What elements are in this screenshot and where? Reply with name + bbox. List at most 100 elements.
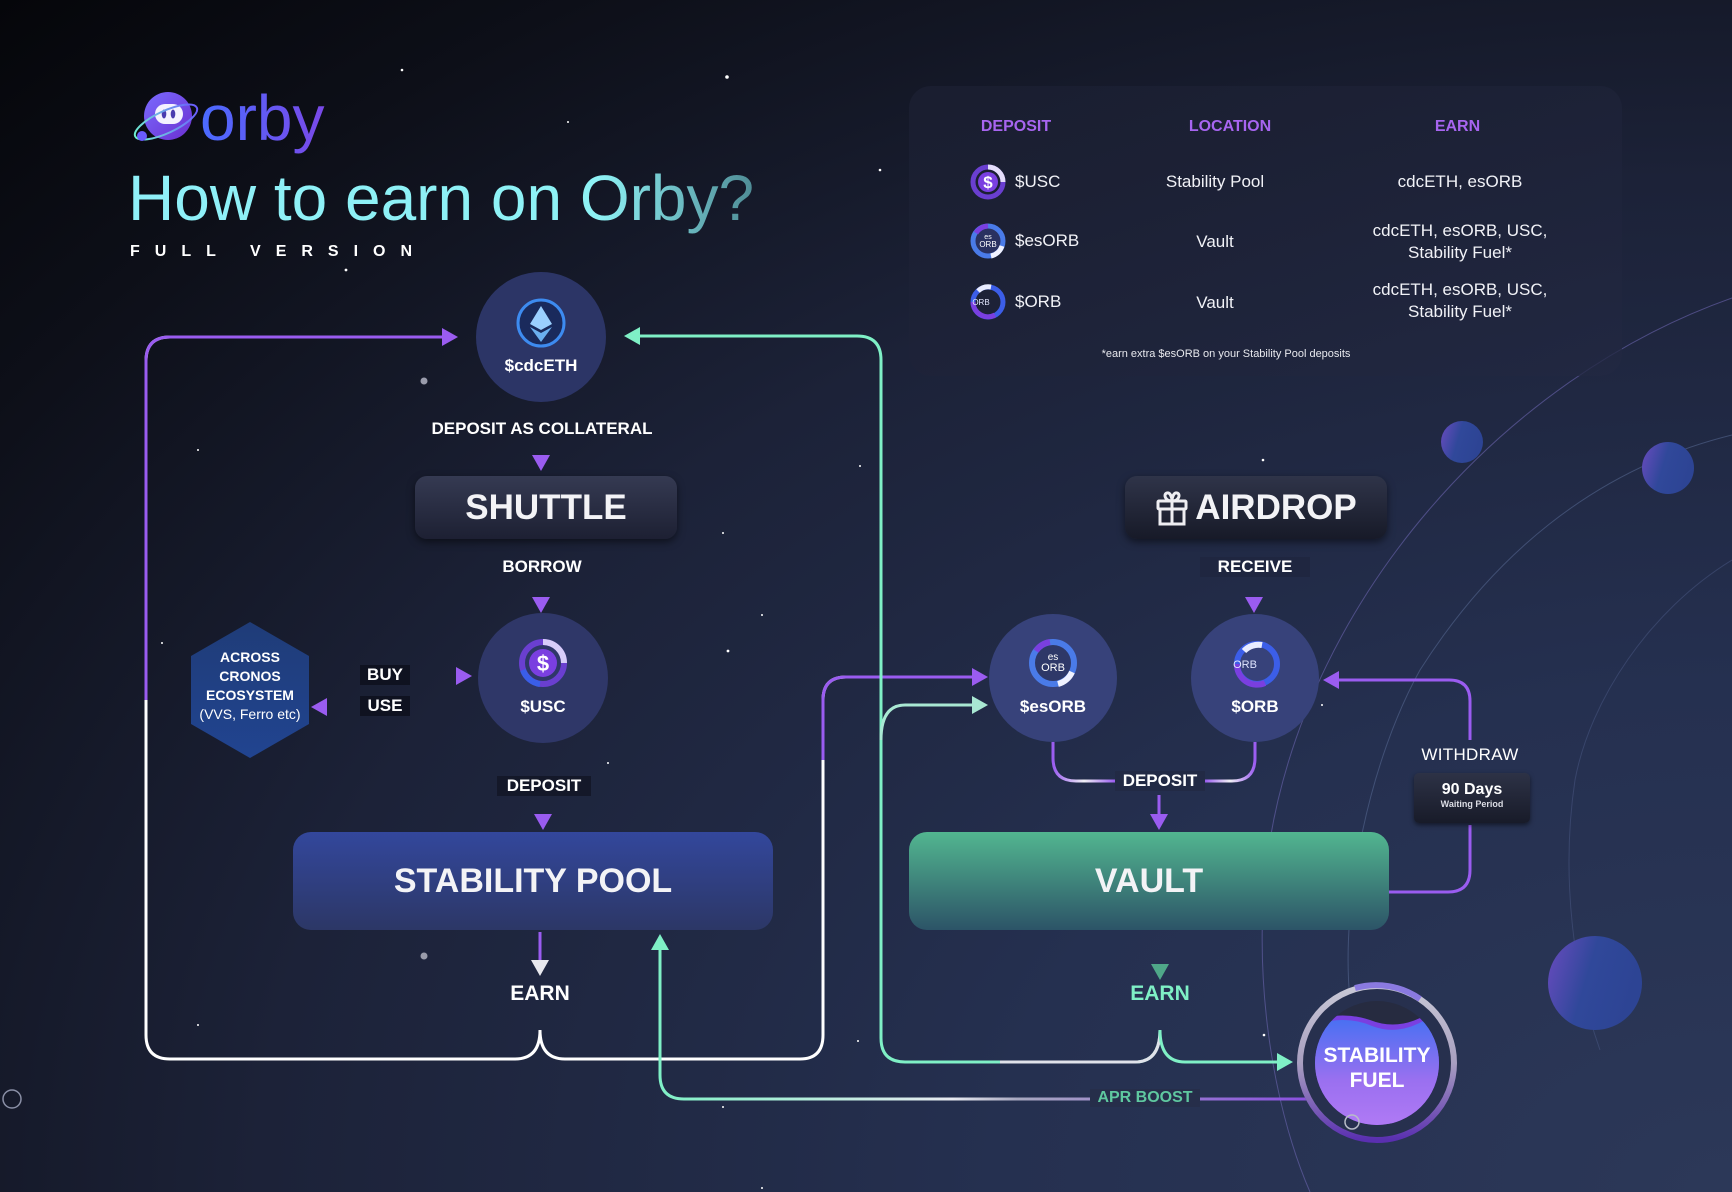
- ecosystem-label: ACROSS CRONOS ECOSYSTEM (VVS, Ferro etc): [190, 648, 310, 724]
- edge-label-deposit-collateral: DEPOSIT AS COLLATERAL: [431, 419, 653, 438]
- edge-label-buy: BUY: [360, 665, 410, 685]
- esorb-node-icon-bottom: ORB: [1041, 662, 1065, 674]
- arrow-head: [1323, 671, 1339, 689]
- table-header-earn: EARN: [1434, 118, 1481, 135]
- esorb-node-icon: es ORB: [1029, 639, 1077, 687]
- edge-label-earn-vault: EARN: [1130, 982, 1190, 1005]
- orb-coin-icon: ORB: [970, 284, 1006, 320]
- arrow-head: [532, 455, 550, 471]
- stars: [161, 68, 1323, 1189]
- earn-line: Stability Fuel*: [1408, 243, 1512, 262]
- orb-label: $ORB: [1231, 697, 1279, 716]
- planet-decoration: [1441, 421, 1483, 463]
- arrow-head: [1245, 597, 1263, 613]
- arrow-head: [1277, 1053, 1293, 1071]
- edge-label-earn-pool: EARN: [510, 982, 570, 1005]
- vault-earn-to-fuel-line: [1158, 1029, 1280, 1064]
- cdceth-label: $cdcETH: [504, 356, 578, 375]
- esorb-icon-top: es: [984, 234, 992, 241]
- ecosystem-line: CRONOS: [219, 668, 281, 684]
- esorb-coin-icon: es ORB: [970, 223, 1006, 259]
- edge-label-receive: RECEIVE: [1200, 557, 1310, 577]
- edge-label-borrow: BORROW: [502, 557, 582, 576]
- table-header-location: LOCATION: [1188, 118, 1272, 135]
- usc-node[interactable]: [478, 613, 608, 743]
- edge-label-deposit-vault: DEPOSIT: [1115, 771, 1205, 791]
- earn-to-esorb-line-top: [821, 675, 975, 760]
- orbit-line: [1261, 297, 1732, 1192]
- esorb-icon-bottom: ORB: [979, 240, 996, 249]
- apr-boost-line: [658, 948, 1310, 1101]
- earn-line: cdcETH, esORB, USC,: [1372, 280, 1548, 299]
- vault-earn-branch-left: [1000, 1029, 1162, 1064]
- usc-coin-icon: $: [970, 164, 1006, 200]
- table-row-esorb-earn: cdcETH, esORB, USC, Stability Fuel*: [1360, 220, 1560, 264]
- arrow-head: [1150, 814, 1168, 830]
- fuel-line: STABILITY: [1323, 1044, 1431, 1067]
- planet-decoration: [1642, 442, 1694, 494]
- arrow-head: [456, 667, 472, 685]
- airdrop-node[interactable]: AIRDROP: [1125, 476, 1387, 539]
- withdraw-line: [1335, 678, 1472, 740]
- earn-line: cdcETH, esORB: [1397, 172, 1523, 191]
- table-row-esorb-location: Vault: [1196, 232, 1234, 251]
- edge-label-use: USE: [360, 696, 410, 716]
- arrow-head: [972, 696, 988, 714]
- arrow-head: [442, 328, 458, 346]
- vault-node[interactable]: VAULT: [909, 832, 1389, 930]
- shuttle-node[interactable]: SHUTTLE: [415, 476, 677, 539]
- ecosystem-line: (VVS, Ferro etc): [199, 706, 301, 722]
- stability-fuel-node[interactable]: [1297, 982, 1457, 1143]
- gift-icon: [1156, 490, 1188, 525]
- table-row-orb-earn: cdcETH, esORB, USC, Stability Fuel*: [1360, 279, 1560, 323]
- planet-decoration: [1548, 936, 1642, 1030]
- arrow-head: [311, 698, 327, 716]
- earn-line: Stability Fuel*: [1408, 302, 1512, 321]
- waiting-period-box: 90 Days Waiting Period: [1414, 773, 1530, 823]
- orb-node[interactable]: [1191, 614, 1319, 742]
- orby-logo-text: orby: [200, 82, 325, 154]
- stability-pool-node[interactable]: STABILITY POOL: [293, 832, 773, 930]
- table-row-esorb-token: $esORB: [1015, 231, 1080, 250]
- table-header-deposit: DEPOSIT: [980, 118, 1052, 135]
- deposit-vault-line: [1205, 742, 1257, 783]
- arrow-head: [534, 814, 552, 830]
- table-row-usc-token: $USC: [1015, 172, 1061, 191]
- arrow-head: [531, 960, 549, 976]
- orb-icon-text: ORB: [972, 298, 989, 307]
- page-subtitle: FULL VERSION: [130, 243, 428, 260]
- arrow-head: [651, 934, 669, 950]
- earn-line: cdcETH, esORB, USC,: [1372, 221, 1548, 240]
- usc-label: $USC: [520, 697, 566, 716]
- edge-label-deposit-pool: DEPOSIT: [497, 776, 591, 796]
- small-ring-decoration: [2, 1089, 22, 1109]
- ecosystem-hexagon: [191, 622, 309, 758]
- table-row-orb-token: $ORB: [1015, 292, 1062, 311]
- table-row-usc-location: Stability Pool: [1165, 172, 1265, 191]
- arrow-head: [972, 668, 988, 686]
- edge-label-withdraw: WITHDRAW: [1421, 745, 1519, 764]
- orby-mascot-icon: [133, 92, 199, 141]
- waiting-period-label: Waiting Period: [1440, 799, 1504, 809]
- usc-node-glyph: $: [537, 651, 549, 676]
- withdraw-line: [1389, 825, 1472, 894]
- orb-node-icon-text: ORB: [1233, 659, 1257, 671]
- esorb-label: $esORB: [1019, 697, 1087, 716]
- dust-dot: [420, 377, 428, 385]
- ecosystem-line: ACROSS: [220, 649, 280, 665]
- table-row-orb-location: Vault: [1196, 293, 1234, 312]
- dust-dot: [420, 952, 428, 960]
- arrow-head: [532, 597, 550, 613]
- deposit-vault-line: [1051, 742, 1115, 783]
- ecosystem-line: ECOSYSTEM: [206, 687, 294, 703]
- orb-node-icon: ORB: [1233, 641, 1280, 688]
- table-footnote: *earn extra $esORB on your Stability Poo…: [1101, 348, 1351, 360]
- stability-fuel-label: STABILITY FUEL: [1315, 1043, 1439, 1093]
- earnings-table: [909, 86, 1622, 376]
- usc-node-icon: $: [519, 639, 567, 687]
- airdrop-label: AIRDROP: [1195, 487, 1357, 527]
- earn-to-cdceth-line-top: [144, 335, 448, 700]
- arrow-head: [624, 327, 640, 345]
